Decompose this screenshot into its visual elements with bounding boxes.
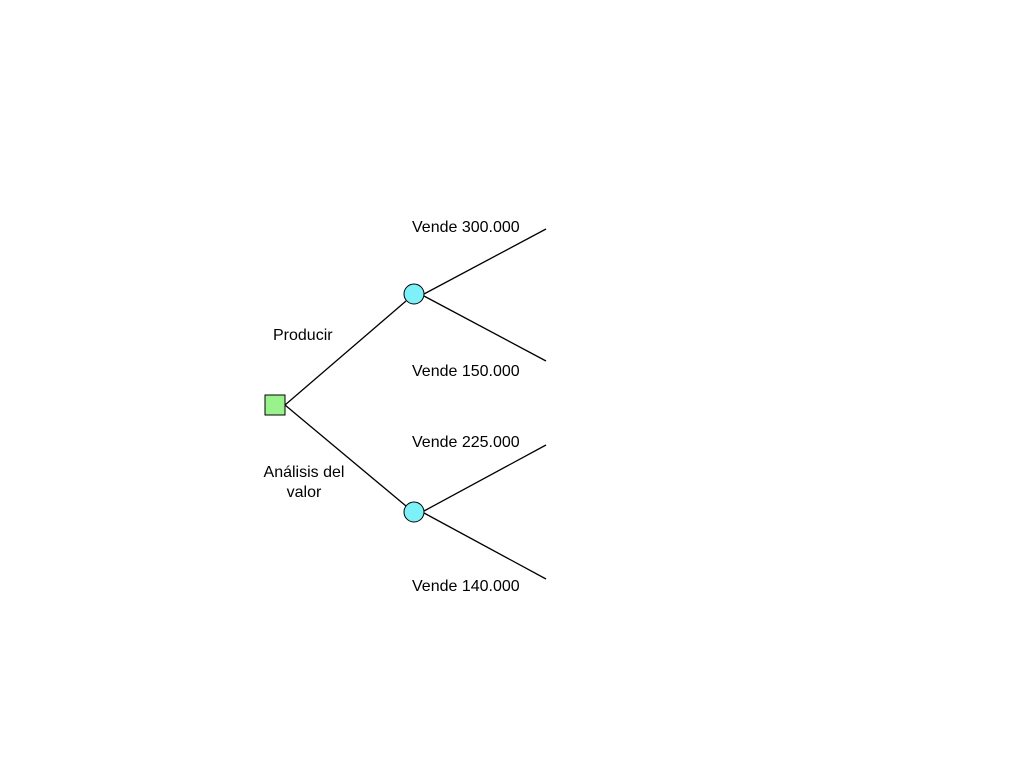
branch-label-analisis-line2: valor bbox=[286, 484, 322, 501]
chance-node-analisis bbox=[403, 501, 425, 523]
outcome-label-3: Vende 225.000 bbox=[412, 434, 520, 451]
branch-label-analisis: Análisis del valor bbox=[254, 463, 354, 503]
outcome-line-3 bbox=[423, 444, 547, 512]
outcome-line-2 bbox=[423, 295, 547, 362]
branch-label-producir: Producir bbox=[273, 327, 333, 344]
outcome-line-1 bbox=[423, 228, 547, 295]
outcome-line-4 bbox=[423, 512, 547, 580]
branch-line-producir bbox=[284, 300, 407, 406]
branch-line-analisis bbox=[284, 404, 407, 507]
decision-node-square bbox=[264, 394, 286, 416]
outcome-label-1: Vende 300.000 bbox=[412, 219, 520, 236]
outcome-label-2: Vende 150.000 bbox=[412, 363, 520, 380]
outcome-label-4: Vende 140.000 bbox=[412, 578, 520, 595]
branch-label-analisis-line1: Análisis del bbox=[263, 464, 345, 481]
chance-node-producir bbox=[403, 283, 425, 305]
